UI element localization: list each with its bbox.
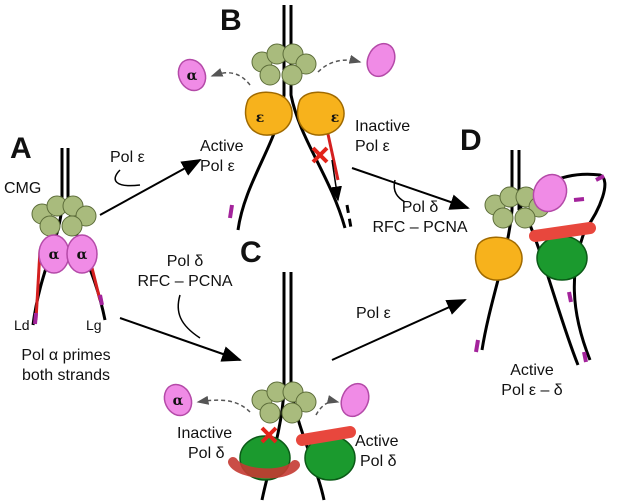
active-pol-delta-1: Active bbox=[355, 433, 399, 450]
epsilon-label: ε bbox=[331, 110, 340, 126]
panel-c-pol-delta-inactive bbox=[228, 435, 300, 481]
panel-d-pol-delta bbox=[529, 222, 596, 281]
arrow-b-to-d-label-1: Pol δ bbox=[402, 199, 439, 216]
active-pol-delta-2: Pol δ bbox=[360, 453, 397, 470]
panel-c-pol-alpha-released-left: α bbox=[163, 383, 193, 417]
inactive-pol-delta-2: Pol δ bbox=[188, 445, 225, 462]
panel-b-pol-alpha-released-right bbox=[366, 42, 396, 78]
pol-alpha-caption-2: both strands bbox=[22, 367, 110, 384]
panel-b-pol-epsilon-inactive: ε bbox=[296, 91, 345, 136]
panel-a-letter: A bbox=[10, 132, 32, 165]
lg-label: Lg bbox=[86, 317, 102, 333]
panel-c: C α Inactive Pol δ Active Pol δ bbox=[163, 236, 399, 501]
panel-c-pol-delta-active bbox=[296, 426, 356, 481]
inactive-pol-epsilon-2: Pol ε bbox=[355, 138, 390, 155]
panel-b-release-arrow-left bbox=[210, 68, 251, 86]
panel-b-cmg bbox=[251, 43, 317, 86]
panel-b-pol-epsilon-active: ε bbox=[244, 91, 293, 136]
panel-d-letter: D bbox=[460, 124, 482, 157]
inactive-pol-delta-1: Inactive bbox=[177, 425, 232, 442]
arrow-a-to-b-label: Pol ε bbox=[110, 149, 145, 166]
active-pol-epsilon-delta-2: Pol ε – δ bbox=[501, 382, 562, 399]
panel-c-block-x bbox=[260, 426, 278, 444]
panel-d-rna-primer-2 bbox=[567, 291, 573, 303]
panel-a-rna-primer-2 bbox=[98, 294, 104, 306]
panel-b-release-arrow-right bbox=[317, 54, 362, 73]
alpha-label: α bbox=[173, 393, 184, 409]
arrow-c-to-d-label: Pol ε bbox=[356, 305, 391, 322]
panel-d-cmg bbox=[484, 186, 550, 229]
panel-a-lead-primer bbox=[34, 249, 42, 321]
panel-a-pol-alpha-left: α bbox=[38, 234, 70, 274]
arrow-a-to-c: Pol δ RFC – PCNA bbox=[119, 253, 242, 362]
panel-b: B ε ε α Active Pol bbox=[177, 4, 410, 231]
pol-alpha-caption-1: Pol α primes bbox=[21, 347, 110, 364]
active-pol-epsilon-1: Active bbox=[200, 138, 244, 155]
panel-b-lag-arrow bbox=[330, 159, 342, 202]
panel-d-pol-alpha bbox=[532, 173, 568, 213]
panel-b-pol-alpha-released-left: α bbox=[177, 58, 207, 92]
panel-b-letter: B bbox=[220, 4, 242, 37]
panel-b-rna-primer bbox=[228, 204, 234, 219]
panel-d: D Active Pol ε – δ bbox=[460, 124, 607, 399]
arrow-b-to-d: Pol δ RFC – PCNA bbox=[351, 167, 470, 236]
panel-a-dna bbox=[31, 148, 107, 326]
panel-d-rna-primer-1 bbox=[474, 339, 480, 353]
alpha-label: α bbox=[77, 247, 88, 263]
panel-a-rna-primer bbox=[33, 312, 38, 325]
panel-c-letter: C bbox=[240, 236, 262, 269]
alpha-label: α bbox=[49, 247, 60, 263]
ld-label: Ld bbox=[14, 317, 30, 333]
arrow-a-to-c-label-2: RFC – PCNA bbox=[137, 273, 232, 290]
panel-c-release-arrow-right bbox=[315, 395, 340, 416]
panel-b-block-x bbox=[311, 146, 329, 164]
inactive-pol-epsilon-1: Inactive bbox=[355, 118, 410, 135]
arrow-c-to-d: Pol ε bbox=[331, 299, 467, 361]
arrow-a-to-c-label-1: Pol δ bbox=[167, 253, 204, 270]
arrow-a-to-b: Pol ε bbox=[99, 149, 202, 216]
cmg-label: CMG bbox=[4, 180, 41, 197]
panel-d-rna-primer-3 bbox=[582, 351, 588, 363]
panel-c-cmg bbox=[251, 381, 317, 424]
panel-c-release-arrow-left bbox=[196, 395, 251, 413]
epsilon-label: ε bbox=[256, 110, 265, 126]
panel-a: A α α CMG Ld Lg Pol α primes both strand… bbox=[4, 132, 111, 384]
panel-a-cmg bbox=[31, 195, 97, 237]
panel-d-rna-primer-4 bbox=[573, 197, 585, 202]
panel-b-lag-dashes bbox=[345, 204, 353, 229]
active-pol-epsilon-delta-1: Active bbox=[510, 362, 554, 379]
panel-d-pol-epsilon bbox=[474, 236, 523, 281]
active-pol-epsilon-2: Pol ε bbox=[200, 158, 235, 175]
panel-d-rna-primer-5 bbox=[595, 174, 605, 182]
alpha-label: α bbox=[187, 68, 198, 84]
arrow-b-to-d-label-2: RFC – PCNA bbox=[372, 219, 467, 236]
panel-a-pol-alpha-right: α bbox=[66, 234, 98, 274]
panel-c-pol-alpha-released-right bbox=[340, 382, 370, 418]
